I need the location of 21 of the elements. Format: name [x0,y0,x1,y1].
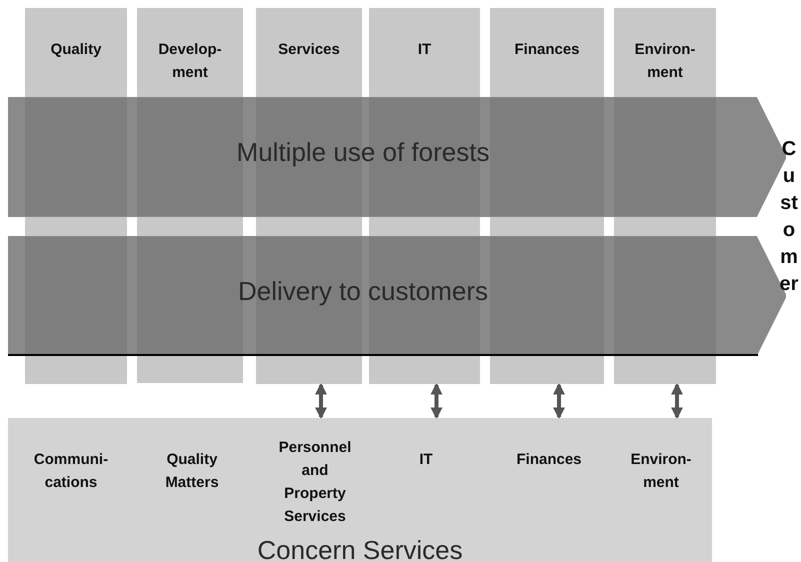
column-heading: IT [418,41,432,58]
double-arrow [671,382,683,420]
service-label: Finances [494,448,604,471]
service-label: Communi- cations [16,448,126,494]
column-heading: Develop- ment [158,41,222,81]
service-label: Personnel and Property Services [261,436,369,528]
service-label: Environ- ment [611,448,711,494]
service-label: IT [376,448,476,471]
column-heading: Services [278,41,340,58]
band-title: Multiple use of forests [236,137,490,168]
column-heading: Environ- ment [634,41,696,81]
double-arrow [430,382,442,420]
side-label: Customer [779,137,799,297]
services-panel [8,418,712,562]
panel-title: Concern Services [257,535,463,562]
double-arrow [315,382,327,420]
band-title: Delivery to customers [237,276,489,307]
service-label: Quality Matters [137,448,247,494]
column-heading: Finances [514,41,580,58]
double-arrow [553,382,565,420]
column-heading: Quality [50,41,102,58]
